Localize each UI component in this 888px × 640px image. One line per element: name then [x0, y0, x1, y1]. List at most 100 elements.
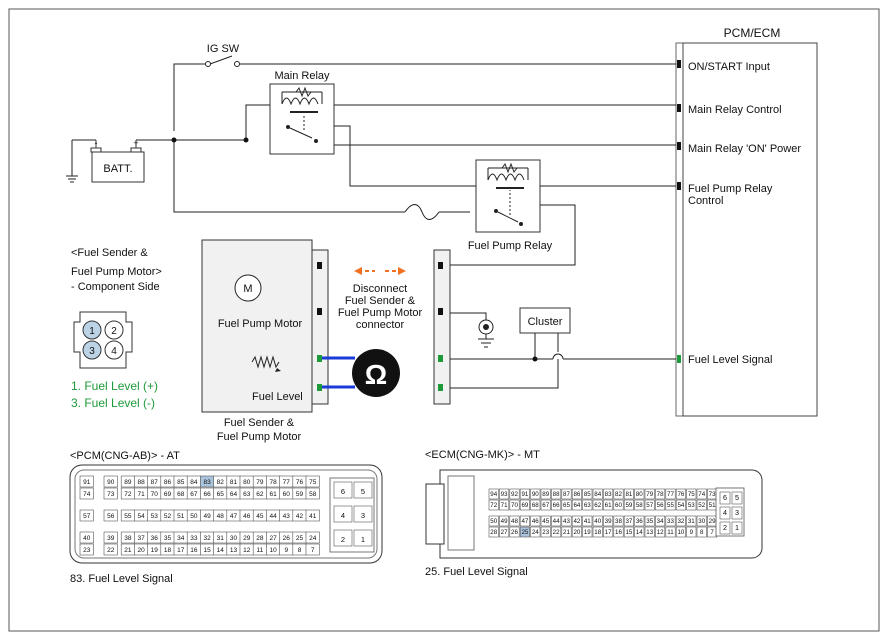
- pin-number: 33: [190, 535, 198, 542]
- pin-number: 44: [553, 518, 560, 525]
- side-pin-cell: [353, 529, 373, 547]
- side-pin-cell: [719, 521, 731, 535]
- pin-number: 74: [698, 491, 705, 498]
- pin-cell: [613, 526, 624, 538]
- ecu-pin-marker-fuel-level: [677, 355, 681, 363]
- pin-number: 68: [177, 491, 185, 498]
- fuel-level-label: Fuel Level: [252, 391, 303, 403]
- pin-cell: [305, 531, 320, 544]
- pin-cell: [582, 526, 593, 538]
- pin-number: 56: [657, 502, 664, 509]
- pin-number: 23: [83, 547, 91, 554]
- side-pin-number: 2: [341, 535, 345, 544]
- disconnect-line4: connector: [356, 319, 405, 331]
- pin-cell: [592, 488, 603, 500]
- ecu-pin-markers: [677, 60, 681, 190]
- pin-cell: [519, 488, 530, 500]
- side-pin-cell: [353, 481, 373, 499]
- pin-cell: [561, 526, 572, 538]
- pin-number: 17: [177, 547, 185, 554]
- pin-number: 79: [646, 491, 653, 498]
- pin-number: 76: [296, 479, 304, 486]
- component-side-view: <Fuel Sender & Fuel Pump Motor> - Compon…: [71, 247, 162, 410]
- pin-number: 30: [698, 518, 705, 525]
- pin-number: 60: [283, 491, 291, 498]
- ohmmeter-symbol: [352, 349, 400, 397]
- pin-cell: [675, 499, 686, 511]
- side-pin-number: 5: [735, 493, 739, 502]
- pin-number: 85: [177, 479, 185, 486]
- pin-cell: [675, 515, 686, 527]
- pin-number: 52: [698, 502, 705, 509]
- side-pin-cell: [731, 521, 743, 535]
- pin-number: 69: [521, 502, 528, 509]
- pin-number: 47: [230, 513, 238, 520]
- pin-number: 84: [594, 491, 601, 498]
- fuel-pump-relay-label: Fuel Pump Relay: [468, 240, 553, 252]
- pin-cell: [571, 499, 582, 511]
- pin-cell: [696, 526, 707, 538]
- pin-number: 21: [124, 547, 132, 554]
- pin-number: 75: [309, 479, 317, 486]
- fuse-symbol: [404, 204, 440, 220]
- pin-number: 20: [137, 547, 145, 554]
- pin-number: 46: [532, 518, 539, 525]
- pin-cell: [603, 526, 614, 538]
- side-pin-cell: [333, 505, 353, 523]
- pin-number: 55: [667, 502, 674, 509]
- pin-cell: [519, 499, 530, 511]
- pin-number: 35: [646, 518, 653, 525]
- pin-cell: [686, 526, 697, 538]
- component-pin-2: [104, 320, 124, 340]
- side-pin-number: 3: [735, 508, 739, 517]
- pin-cell: [634, 526, 645, 538]
- pin-number: 73: [107, 491, 115, 498]
- pin-cell: [488, 488, 499, 500]
- pin-number: 26: [511, 529, 518, 536]
- pin-number: 70: [511, 502, 518, 509]
- ecu-pin-main-relay-on-power: Main Relay 'ON' Power: [688, 143, 801, 155]
- pin-cell: [499, 515, 510, 527]
- pin-cell: [665, 526, 676, 538]
- pin-number: 42: [573, 518, 580, 525]
- component-pin-1: [82, 320, 102, 340]
- pin-cell: [79, 487, 94, 500]
- battery-minus: -: [95, 138, 98, 148]
- component-side-line3: - Component Side: [71, 281, 160, 293]
- pin-number: 66: [203, 491, 211, 498]
- pin-number: 48: [511, 518, 518, 525]
- pin-cell: [305, 543, 320, 556]
- side-pin-cell: [731, 491, 743, 505]
- pin-number: 87: [563, 491, 570, 498]
- pin-cell: [499, 526, 510, 538]
- pin-number: 32: [203, 535, 211, 542]
- pcm-connector-note: 83. Fuel Level Signal: [70, 573, 173, 585]
- fuel-pump-relay: Fuel Pump Relay: [468, 159, 553, 252]
- pin-number: 50: [490, 518, 497, 525]
- pin-cell: [603, 515, 614, 527]
- pin-number: 94: [490, 491, 497, 498]
- pin-number: 71: [137, 491, 145, 498]
- pin-number: 9: [284, 547, 288, 554]
- main-relay: Main Relay: [269, 70, 335, 155]
- wires: [66, 63, 676, 389]
- pin-cell: [551, 515, 562, 527]
- side-pin-number: 3: [361, 511, 365, 520]
- rheostat-symbol: [251, 355, 280, 369]
- pin-number: 8: [700, 529, 704, 536]
- pin-number: 49: [501, 518, 508, 525]
- pin-number: 63: [243, 491, 251, 498]
- pin-cell: [634, 488, 645, 500]
- pin-number: 38: [124, 535, 132, 542]
- pin-cell: [103, 531, 118, 544]
- pin-number: 85: [584, 491, 591, 498]
- side-pin-number: 5: [361, 487, 365, 496]
- pin-number: 33: [667, 518, 674, 525]
- pin-cell: [540, 515, 551, 527]
- pin-number: 12: [243, 547, 251, 554]
- pin-number: 18: [594, 529, 601, 536]
- pin-number: 93: [501, 491, 508, 498]
- pin-number: 25: [296, 535, 304, 542]
